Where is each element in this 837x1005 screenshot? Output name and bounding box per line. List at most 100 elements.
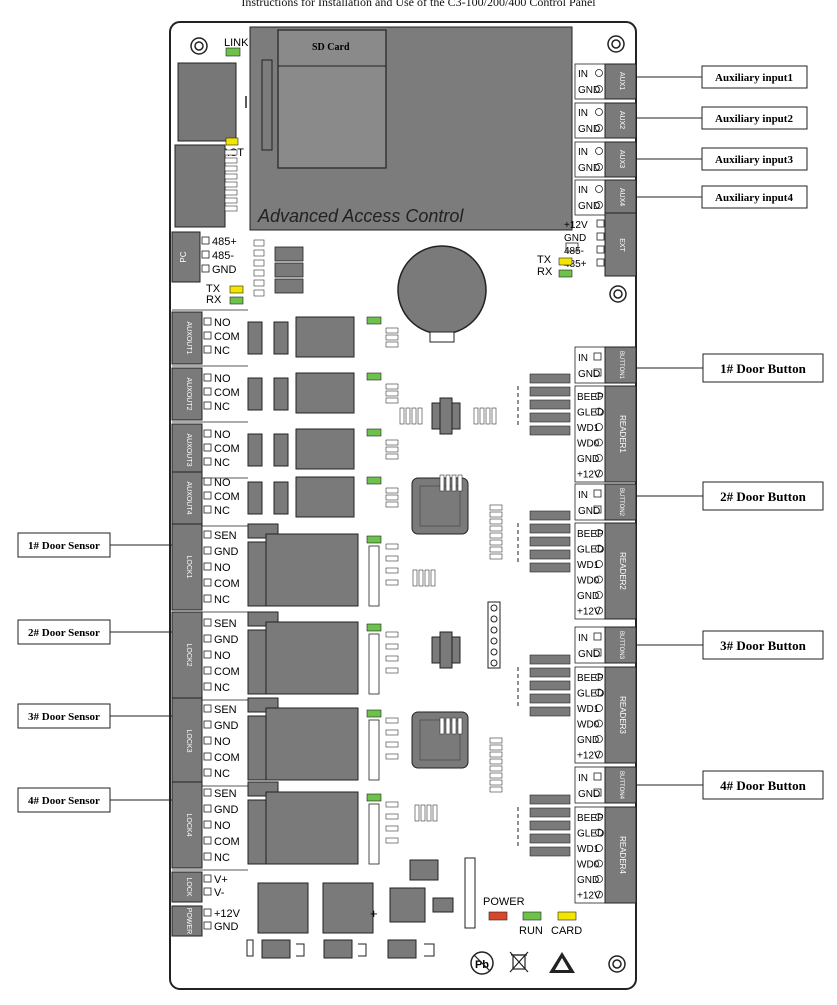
lock-power-pin-label: V- bbox=[214, 887, 225, 899]
callout-door-button-2: 2# Door Button bbox=[637, 481, 824, 511]
reader-pin-label: GND bbox=[577, 454, 599, 465]
lock-1-pin-label: SEN bbox=[214, 530, 237, 542]
aux-output-1-pin-2 bbox=[203, 345, 212, 354]
ext-pin-0 bbox=[596, 219, 605, 228]
aux-output-block-label: AUXOUT1 bbox=[185, 321, 192, 354]
aux-input-pin-label: IN bbox=[578, 147, 588, 158]
reader-block-label: READER2 bbox=[618, 552, 627, 590]
lock-1-pin-label: COM bbox=[214, 578, 240, 590]
callout-door-sensor-2: 2# Door Sensor bbox=[17, 619, 172, 645]
lock-3-pin-label: NO bbox=[214, 736, 231, 748]
reader-3-pin-5 bbox=[595, 750, 603, 759]
reader-pin-label: GND bbox=[577, 591, 599, 602]
pc-rx-label: RX bbox=[206, 294, 222, 306]
aux-input-1-pin-1 bbox=[595, 85, 603, 93]
reader-pin-label: WD0 bbox=[577, 720, 600, 731]
run-led-label: RUN bbox=[519, 925, 543, 937]
reader-block-label: READER1 bbox=[618, 415, 627, 453]
aux-input-3-pin-1 bbox=[595, 163, 603, 171]
lock-4-pin-2 bbox=[203, 820, 212, 829]
reader-2-pin-1 bbox=[595, 544, 603, 553]
aux-input-pin-label: IN bbox=[578, 108, 588, 119]
door-button-2-pin-1 bbox=[593, 505, 602, 514]
reader-pin-label: +12V bbox=[577, 470, 601, 481]
ext-pin-3 bbox=[596, 258, 605, 267]
reader-pin-label: WD1 bbox=[577, 844, 600, 855]
ext-pin-2 bbox=[596, 245, 605, 254]
button-pin-label: IN bbox=[578, 633, 588, 644]
door-button-1-pin-1 bbox=[593, 368, 602, 377]
aux-input-2-pin-1 bbox=[595, 124, 603, 132]
aux-output-2-pin-2 bbox=[203, 401, 212, 410]
lock-4-pin-label: GND bbox=[214, 804, 239, 816]
pc-caps bbox=[274, 246, 304, 294]
aux-output-block-label: AUXOUT3 bbox=[185, 433, 192, 466]
aux-output-4-pin-label: NC bbox=[214, 505, 230, 517]
lock-1-pin-4 bbox=[203, 594, 212, 603]
reader-3-pin-1 bbox=[595, 688, 603, 697]
lock-4-pin-1 bbox=[203, 804, 212, 813]
pc-pin-label: 485+ bbox=[212, 236, 237, 248]
aux-output-2-pin-label: NO bbox=[214, 373, 231, 385]
button-pin-label: GND bbox=[578, 369, 600, 380]
pc-tx-label: TX bbox=[206, 283, 221, 295]
brand-text: Advanced Access Control bbox=[257, 206, 464, 226]
card-led-label: CARD bbox=[551, 925, 582, 937]
pc-tx-led bbox=[229, 285, 244, 294]
aux-output-3-pin-label: COM bbox=[214, 443, 240, 455]
esd-warning-icon bbox=[549, 952, 575, 973]
lock-2-pin-2 bbox=[203, 650, 212, 659]
reader-block-label: READER3 bbox=[618, 696, 627, 734]
lock-2-pin-label: GND bbox=[214, 634, 239, 646]
lock-1-pin-1 bbox=[203, 546, 212, 555]
aux-output-4-pin-label: NO bbox=[214, 477, 231, 489]
aux-output-block-label: AUXOUT4 bbox=[185, 481, 192, 514]
pc-pin-0 bbox=[201, 236, 210, 245]
lock-2-pin-label: NO bbox=[214, 650, 231, 662]
pb-free-icon: Pb bbox=[470, 951, 494, 975]
aux-output-block-label: AUXOUT2 bbox=[185, 377, 192, 410]
reader-pin-label: WD0 bbox=[577, 439, 600, 450]
lock-block-label: LOCK3 bbox=[185, 730, 192, 753]
lock-2-pin-4 bbox=[203, 682, 212, 691]
link-label: LINK bbox=[224, 37, 249, 49]
aux-input-block-label: AUX3 bbox=[618, 150, 625, 168]
button-block-label: BUTTON1 bbox=[618, 351, 624, 380]
battery bbox=[397, 245, 487, 343]
aux-input-3-pin-0 bbox=[595, 147, 603, 155]
callout-door-sensor-label: 2# Door Sensor bbox=[28, 627, 100, 639]
lock-1-pin-2 bbox=[203, 562, 212, 571]
door-button-1-pin-0 bbox=[593, 352, 602, 361]
aux-input-pin-label: IN bbox=[578, 185, 588, 196]
pc-pin-1 bbox=[201, 250, 210, 259]
reader-4-pin-0 bbox=[595, 813, 603, 821]
door-button-3-pin-0 bbox=[593, 632, 602, 641]
reader-3-pin-2 bbox=[595, 704, 603, 712]
weee-bin-icon bbox=[509, 951, 529, 973]
lock-3-pin-0 bbox=[203, 704, 212, 713]
aux-output-4-pin-2 bbox=[203, 505, 212, 514]
aux-input-block-label: AUX4 bbox=[618, 188, 625, 206]
ext-tx-label: TX bbox=[537, 254, 552, 266]
lock-4-pin-label: SEN bbox=[214, 788, 237, 800]
callout-door-button-label: 2# Door Button bbox=[720, 489, 806, 504]
reader-pin-label: +12V bbox=[577, 607, 601, 618]
aux-output-1-pin-1 bbox=[203, 331, 212, 340]
aux-input-1-pin-0 bbox=[595, 69, 603, 77]
reader-2-pin-3 bbox=[595, 575, 603, 584]
status-leds bbox=[488, 911, 577, 921]
reader-pin-label: GLED bbox=[577, 689, 604, 700]
lock-4-pin-label: NC bbox=[214, 852, 230, 864]
reader-pin-label: BEEP bbox=[577, 673, 604, 684]
lock-2-pin-3 bbox=[203, 666, 212, 675]
button-block-label: BUTTON4 bbox=[618, 771, 624, 800]
lock-4-pin-label: COM bbox=[214, 836, 240, 848]
power-pin-1 bbox=[203, 921, 212, 930]
sd-card-label: SD Card bbox=[312, 42, 350, 53]
